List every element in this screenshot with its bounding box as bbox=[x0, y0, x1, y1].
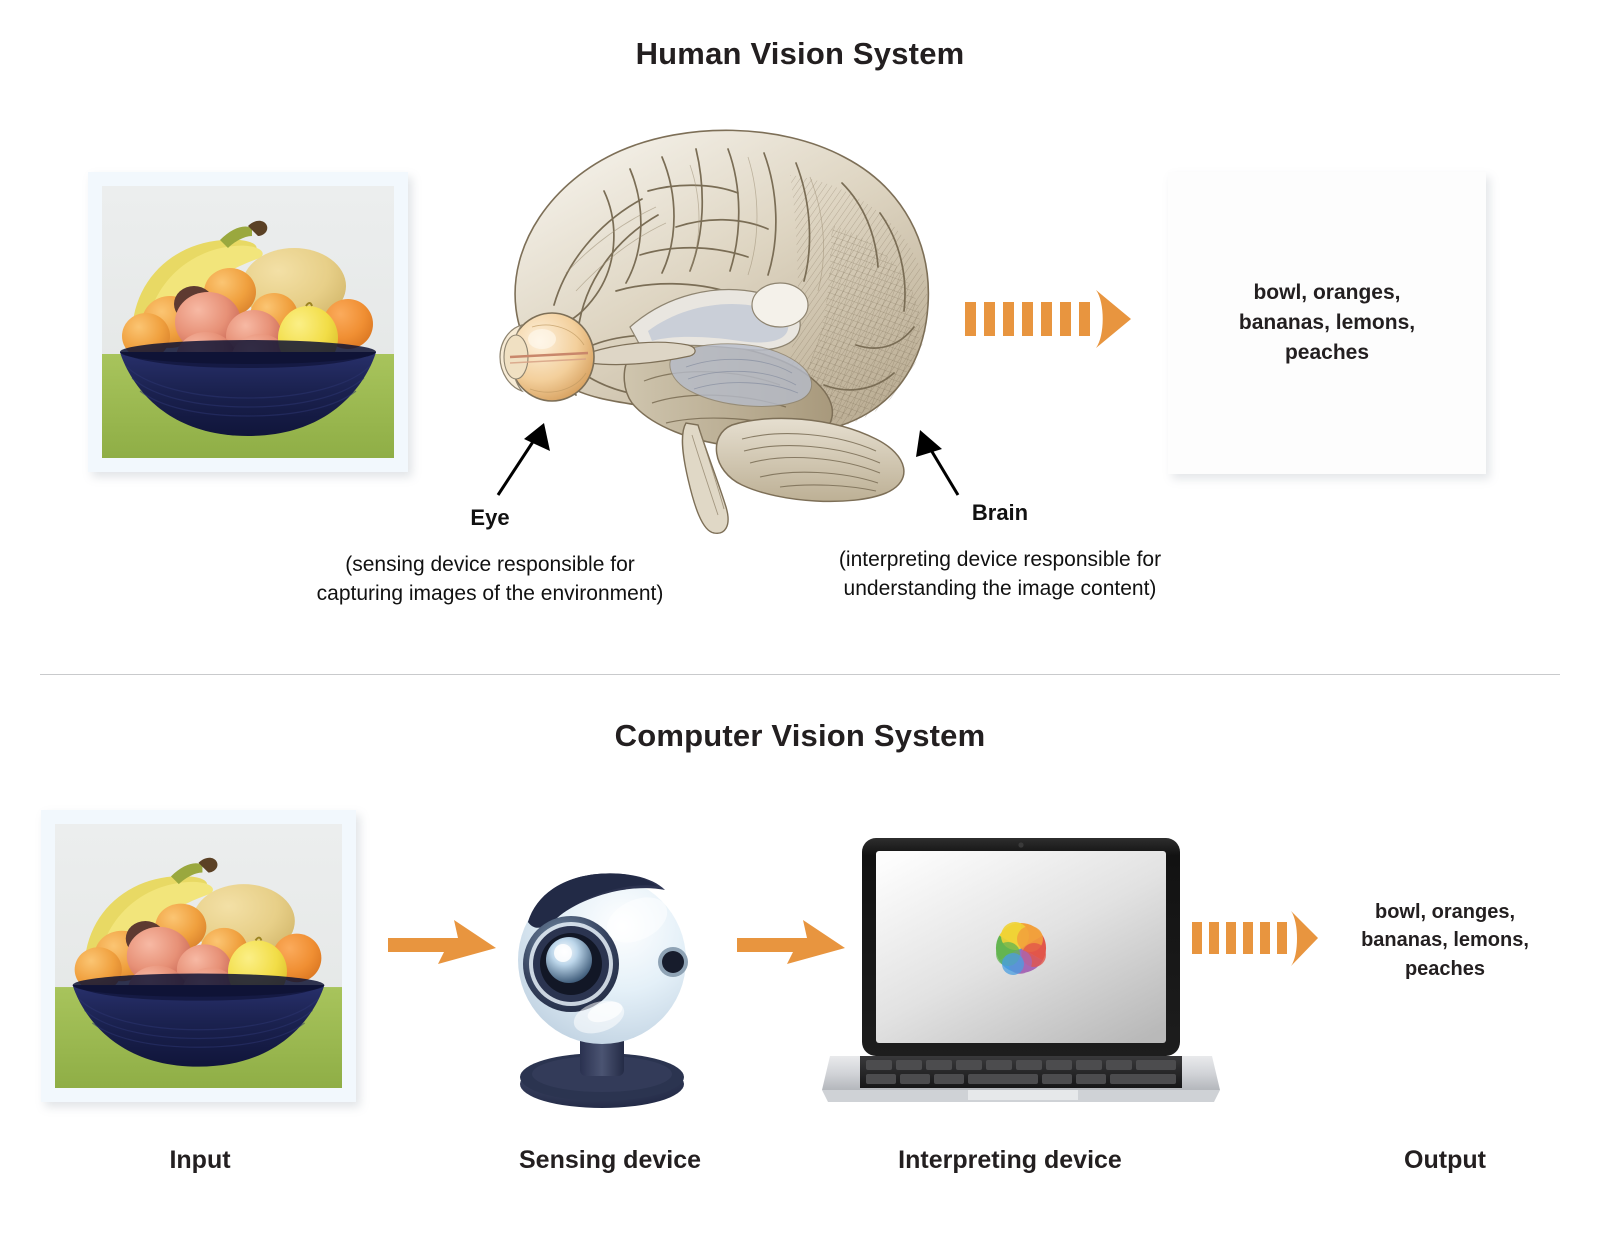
callout-brain-description: (interpreting device responsible for und… bbox=[775, 546, 1225, 604]
row-label-input: Input bbox=[169, 1146, 231, 1174]
pointer-arrow-eye-head-icon bbox=[524, 423, 550, 451]
cv-output-line-3: peaches bbox=[1404, 957, 1486, 980]
arrow-right-solid-icon bbox=[737, 920, 845, 964]
cv-output-line-2: bananas, lemons, bbox=[1361, 929, 1529, 952]
computer-vision-title: Computer Vision System bbox=[614, 718, 986, 753]
row-label-sensing-device: Sensing device bbox=[518, 1146, 702, 1174]
color-wheel-spinner-icon bbox=[995, 922, 1047, 975]
fruit-bowl-photo bbox=[102, 186, 394, 458]
row-label-interpreting-device: Interpreting device bbox=[898, 1146, 1122, 1174]
output-line-2: bananas, lemons, bbox=[1238, 311, 1416, 335]
callout-eye: Eye (sensing device responsible for capt… bbox=[240, 505, 740, 609]
callout-brain: Brain (interpreting device responsible f… bbox=[775, 500, 1225, 604]
callout-eye-description: (sensing device responsible for capturin… bbox=[240, 551, 740, 609]
arrow-right-solid-icon bbox=[388, 920, 496, 964]
callout-brain-desc-line2: understanding the image content) bbox=[843, 576, 1157, 600]
row-label-output: Output bbox=[1404, 1146, 1486, 1174]
webcam-icon bbox=[518, 873, 688, 1108]
output-line-1: bowl, oranges, bbox=[1253, 281, 1401, 305]
arrow-right-dashed-icon bbox=[1192, 911, 1318, 966]
arrow-right-dashed-icon bbox=[965, 290, 1131, 348]
fruit-bowl-photo bbox=[55, 824, 342, 1088]
cv-output-line-1: bowl, oranges, bbox=[1374, 901, 1516, 923]
eyeball-icon bbox=[499, 312, 595, 402]
human-output-box: bowl, oranges, bananas, lemons, peaches bbox=[1168, 172, 1486, 474]
callout-brain-title: Brain bbox=[971, 500, 1029, 525]
callout-eye-title: Eye bbox=[470, 505, 510, 530]
section-divider bbox=[40, 674, 1560, 675]
callout-brain-desc-line1: (interpreting device responsible for bbox=[838, 548, 1162, 571]
cv-output-text: bowl, oranges, bananas, lemons, peaches bbox=[1330, 898, 1560, 983]
cv-input-photo-frame bbox=[41, 810, 356, 1102]
callout-eye-desc-line2: capturing images of the environment) bbox=[316, 581, 664, 605]
human-input-photo-frame bbox=[88, 172, 408, 472]
brain-anatomy-icon bbox=[496, 129, 960, 534]
pointer-arrow-brain-head-icon bbox=[916, 430, 942, 457]
laptop-icon bbox=[822, 838, 1220, 1102]
callout-eye-desc-line1: (sensing device responsible for bbox=[345, 553, 635, 576]
output-line-3: peaches bbox=[1284, 340, 1370, 364]
human-output-text: bowl, oranges, bananas, lemons, peaches bbox=[1239, 278, 1415, 367]
human-vision-title: Human Vision System bbox=[635, 36, 965, 71]
